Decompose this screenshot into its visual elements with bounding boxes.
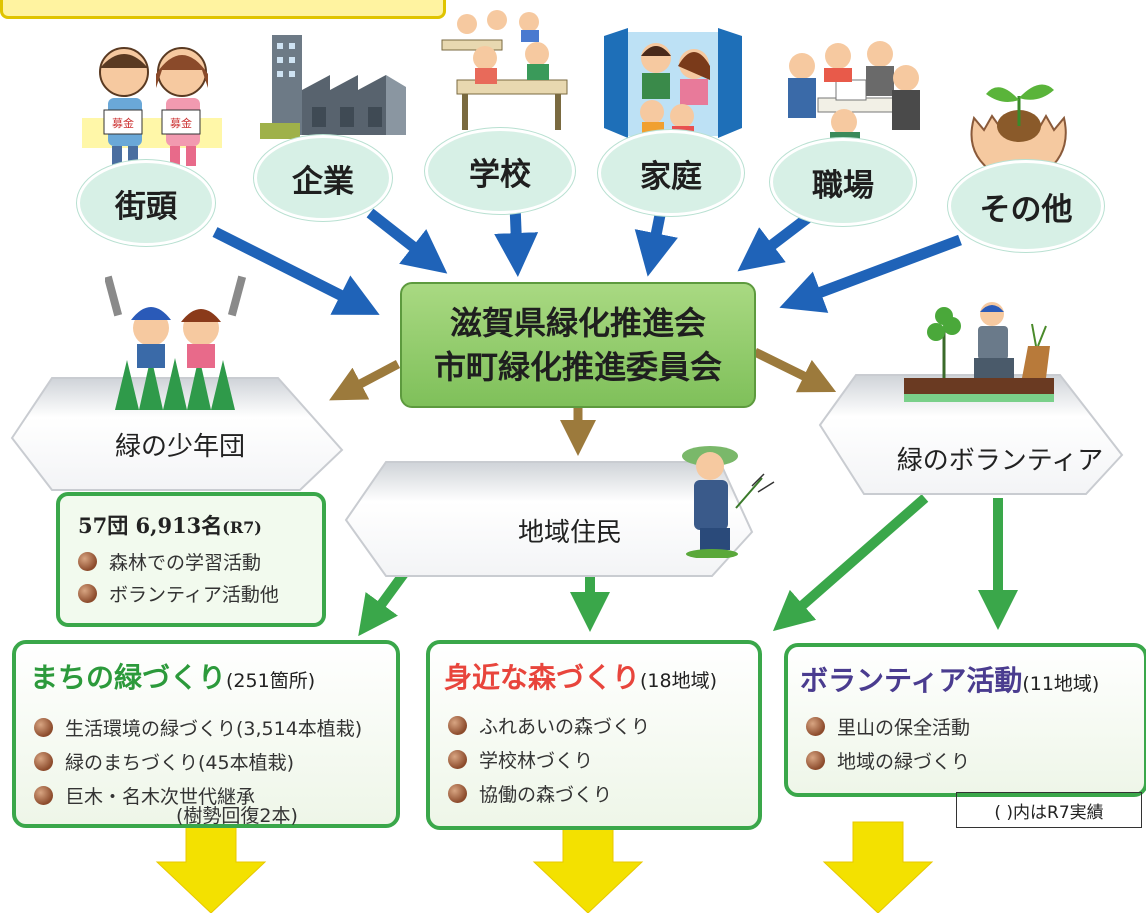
yellow-arrow-right <box>822 821 934 913</box>
list-item: 里山の保全活動 <box>806 713 970 740</box>
volunteer-planter-icon <box>904 302 1054 402</box>
source-gakko-label: 学校 <box>469 156 531 193</box>
source-sonota-label: その他 <box>979 191 1073 228</box>
bullet-dot-icon <box>448 716 467 735</box>
top-banner-edge <box>0 0 446 19</box>
source-kigyo-label: 企業 <box>292 163 354 200</box>
activity-machi-title-text: まちの緑づくり <box>30 661 227 694</box>
bullet-dot-icon <box>806 717 825 736</box>
source-katei-oval: 家庭 <box>598 130 744 216</box>
source-shokuba-oval: 職場 <box>770 138 916 226</box>
source-sonota-oval: その他 <box>948 160 1104 252</box>
group-jumin-label: 地域住民 <box>517 518 622 548</box>
list-item: 協働の森づくり <box>448 780 612 807</box>
shonendan-headline-value: 57団 6,913名 <box>78 513 223 538</box>
activity-machi-count: (251箇所) <box>226 670 316 692</box>
source-gaito-label: 街頭 <box>115 188 177 225</box>
list-item-text: 森林での学習活動 <box>109 552 262 574</box>
arrow-to-shonendan <box>329 360 401 401</box>
shonendan-headline: 57団 6,913名(R7) <box>78 510 262 540</box>
list-item: ボランティア活動他 <box>78 580 279 607</box>
classroom-icon <box>441 10 568 130</box>
family-icon <box>604 28 742 138</box>
arrow-vol-to-mori <box>772 494 929 632</box>
list-item: 巨木・名木次世代継承 <box>34 782 255 809</box>
activity-box-volunteer: ボランティア活動(11地域) 里山の保全活動 地域の緑づくり <box>784 643 1146 797</box>
shonendan-stats-box: 57団 6,913名(R7) 森林での学習活動 ボランティア活動他 <box>56 492 326 627</box>
list-item-text: 生活環境の緑づくり(3,514本植栽) <box>65 718 363 740</box>
activity-box-machi: まちの緑づくり(251箇所) 生活環境の緑づくり(3,514本植栽) 緑のまちづ… <box>12 640 400 828</box>
list-item: 地域の緑づくり <box>806 747 970 774</box>
center-organization-box: 滋賀県緑化推進会 市町緑化推進委員会 <box>400 282 756 408</box>
list-item: 生活環境の緑づくり(3,514本植栽) <box>34 714 362 741</box>
source-gakko-oval: 学校 <box>425 128 575 214</box>
activity-volunteer-count: (11地域) <box>1022 673 1100 695</box>
list-item: 学校林づくり <box>448 746 593 773</box>
hexagon-jumin <box>344 461 754 577</box>
hexagon-volunteer <box>818 374 1124 495</box>
list-item-text: ふれあいの森づくり <box>479 716 651 738</box>
bullet-dot-icon <box>34 718 53 737</box>
hexagon-shonendan <box>10 377 344 491</box>
bullet-dot-icon <box>448 784 467 803</box>
footnote-r7: ( )内はR7実績 <box>956 792 1142 828</box>
list-item-text: ボランティア活動他 <box>109 584 279 606</box>
center-line-2: 市町緑化推進委員会 <box>433 348 722 386</box>
yellow-arrow-left <box>155 821 267 913</box>
group-shonendan-label: 緑の少年団 <box>114 432 245 462</box>
arrow-gaito <box>212 227 380 315</box>
bullet-dot-icon <box>78 552 97 571</box>
arrow-to-volunteer <box>753 347 837 393</box>
arrow-sonota <box>779 234 962 313</box>
center-line-1: 滋賀県緑化推進会 <box>449 304 706 342</box>
bullet-dot-icon <box>78 584 97 603</box>
source-kigyo-oval: 企業 <box>254 135 392 221</box>
arrow-gakko <box>494 204 539 277</box>
activity-mori-title: 身近な森づくり(18地域) <box>444 656 717 696</box>
workplace-icon <box>788 41 920 148</box>
youth-group-icon <box>105 275 247 410</box>
activity-mori-title-text: 身近な森づくり <box>444 661 641 694</box>
list-item-text: 学校林づくり <box>479 750 594 772</box>
activity-volunteer-title: ボランティア活動(11地域) <box>800 659 1099 699</box>
list-item: 緑のまちづくり(45本植栽) <box>34 748 294 775</box>
group-volunteer-label: 緑のボランティア <box>896 446 1104 476</box>
street-fundraising-icon: 募金 募金 <box>82 47 222 166</box>
bullet-dot-icon <box>34 752 53 771</box>
list-item-text: 協働の森づくり <box>479 784 613 806</box>
activity-machi-title: まちの緑づくり(251箇所) <box>30 656 315 696</box>
factory-icon <box>260 35 406 139</box>
list-item-text: 巨木・名木次世代継承 <box>65 786 256 808</box>
list-item-text: 里山の保全活動 <box>837 717 971 739</box>
list-item-text: 緑のまちづくり(45本植栽) <box>65 752 295 774</box>
brown-arrows <box>329 347 837 456</box>
arrow-kigyo <box>366 208 448 274</box>
bullet-dot-icon <box>806 751 825 770</box>
source-katei-label: 家庭 <box>640 158 702 195</box>
list-item-subtext: (樹勢回復2本) <box>176 805 298 827</box>
activity-mori-count: (18地域) <box>640 670 718 692</box>
svg-text:募金: 募金 <box>112 116 134 130</box>
svg-text:募金: 募金 <box>170 116 192 130</box>
activity-box-mori: 身近な森づくり(18地域) ふれあいの森づくり 学校林づくり 協働の森づくり <box>426 640 762 830</box>
seedling-hands-icon <box>970 84 1067 174</box>
shonendan-headline-suffix: (R7) <box>222 518 262 537</box>
bullet-dot-icon <box>448 750 467 769</box>
resident-gardener-icon <box>682 446 775 558</box>
source-gaito-oval: 街頭 <box>77 160 215 246</box>
list-item: 森林での学習活動 <box>78 548 261 575</box>
blue-arrows <box>212 203 962 315</box>
bullet-dot-icon <box>34 786 53 805</box>
list-item-text: 地域の緑づくり <box>837 751 971 773</box>
list-item: ふれあいの森づくり <box>448 712 650 739</box>
activity-volunteer-title-text: ボランティア活動 <box>800 664 1023 697</box>
source-shokuba-label: 職場 <box>812 167 874 204</box>
